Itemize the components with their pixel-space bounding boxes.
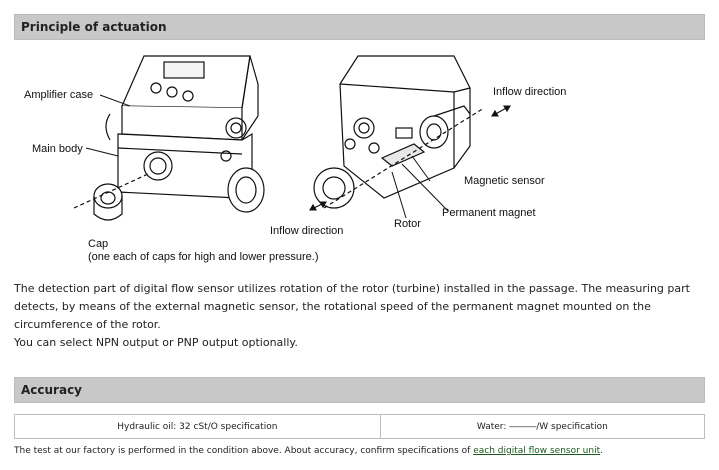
label-inflow-direction-top: Inflow direction xyxy=(493,86,566,98)
label-main-body: Main body xyxy=(32,143,83,155)
description-line: The detection part of digital flow senso… xyxy=(14,282,690,295)
label-inflow-direction-bottom: Inflow direction xyxy=(270,225,343,237)
actuation-diagram: Amplifier case Main body Cap (one each o… xyxy=(14,48,614,270)
diagram-svg: Amplifier case Main body Cap (one each o… xyxy=(24,55,566,263)
leader-lines xyxy=(85,94,449,219)
label-rotor: Rotor xyxy=(394,218,421,230)
footnote-end: . xyxy=(600,446,603,456)
table-cell-oil-spec: Hydraulic oil: 32 cSt/O specification xyxy=(14,414,381,439)
table-cell-water-spec: Water: ―――/W specification xyxy=(379,414,706,439)
description-line: detects, by means of the external magnet… xyxy=(14,300,651,313)
right-sensor-drawing xyxy=(313,55,485,209)
section-header-principle: Principle of actuation xyxy=(14,14,705,40)
left-sensor-drawing xyxy=(73,55,265,221)
accuracy-footnote: The test at our factory is performed in … xyxy=(14,446,706,456)
label-magnetic-sensor: Magnetic sensor xyxy=(464,175,545,187)
footnote-text: The test at our factory is performed in … xyxy=(14,446,474,456)
principle-description: The detection part of digital flow senso… xyxy=(14,280,706,352)
section-title: Principle of actuation xyxy=(21,20,167,34)
section-title: Accuracy xyxy=(21,383,83,397)
table-row: Hydraulic oil: 32 cSt/O specification Wa… xyxy=(14,414,706,439)
flow-arrows xyxy=(309,105,511,211)
label-cap-note: (one each of caps for high and lower pre… xyxy=(88,251,319,263)
description-line: circumference of the rotor. xyxy=(14,318,161,331)
label-cap: Cap xyxy=(88,238,108,250)
flow-sensor-unit-link[interactable]: each digital flow sensor unit xyxy=(473,446,601,456)
label-permanent-magnet: Permanent magnet xyxy=(442,207,536,219)
description-line: You can select NPN output or PNP output … xyxy=(14,336,298,349)
accuracy-table: Hydraulic oil: 32 cSt/O specification Wa… xyxy=(14,414,706,439)
label-amplifier-case: Amplifier case xyxy=(24,89,93,101)
section-header-accuracy: Accuracy xyxy=(14,377,705,403)
